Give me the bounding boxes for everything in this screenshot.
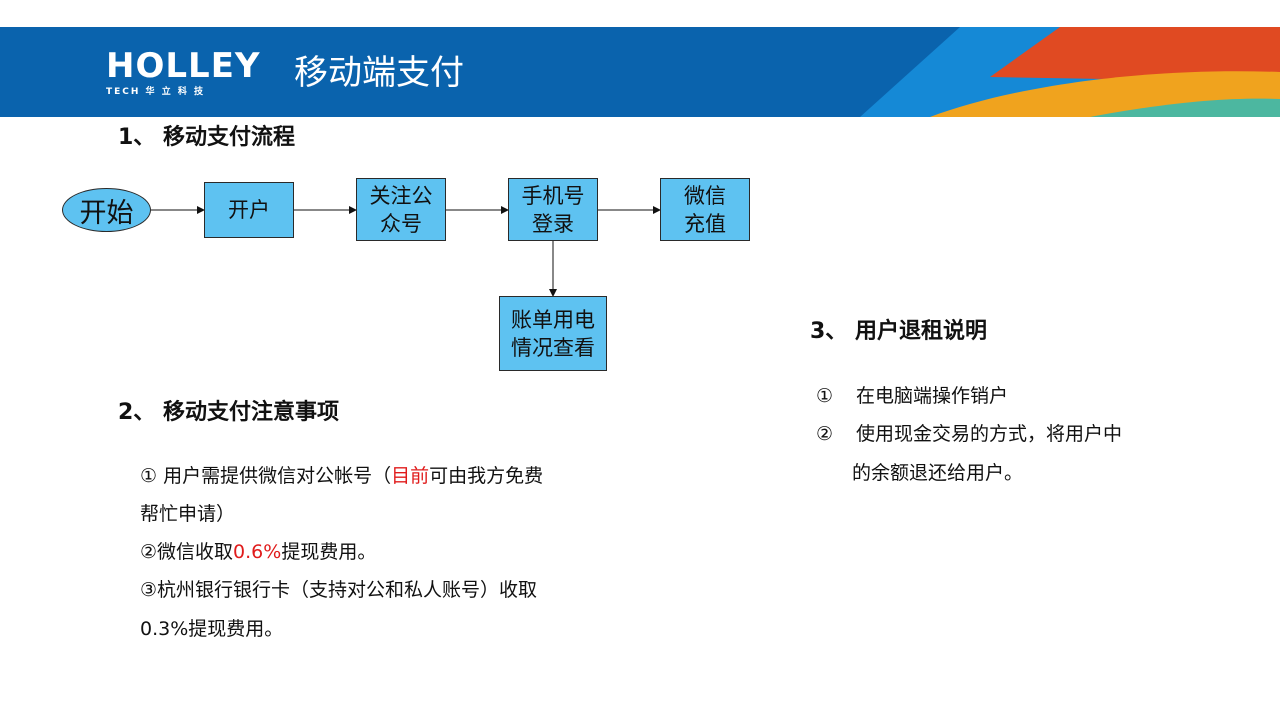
flow-step-login-line2: 登录 (532, 211, 574, 236)
flow-step-wechat-recharge: 微信 充值 (660, 178, 750, 241)
flow-step-open-account-label: 开户 (228, 198, 270, 222)
flow-start-node: 开始 (62, 188, 151, 232)
note-1-line2: 帮忙申请） (140, 503, 236, 525)
note-1-text-end: 可由我方免费 (429, 465, 544, 487)
note-1-text: ① 用户需提供微信对公帐号（ (140, 465, 392, 487)
flow-step-recharge-line2: 充值 (684, 211, 726, 236)
flow-step-bill-line2: 情况查看 (511, 335, 595, 360)
flow-step-follow-line1: 关注公 (369, 183, 433, 208)
note-3: ③杭州银行银行卡（支持对公和私人账号）收取 (140, 579, 538, 601)
section2-title: 2、 移动支付注意事项 (118, 400, 339, 425)
logo-wordmark: HOLLEY (106, 46, 261, 86)
page-title: 移动端支付 (294, 53, 464, 93)
section1-title: 1、 移动支付流程 (118, 125, 295, 150)
refund-item-2-line2: 的余额退还给用户。 (852, 462, 1024, 484)
flow-step-recharge-line1: 微信 (684, 183, 726, 208)
note-1: ① 用户需提供微信对公帐号（目前可由我方免费 (140, 464, 543, 488)
refund-item-1: ① 在电脑端操作销户 (816, 384, 1008, 408)
note-3-line2: 0.3%提现费用。 (140, 618, 284, 640)
flow-step-follow-line2: 众号 (380, 211, 422, 236)
note-2-text-end: 提现费用。 (281, 541, 377, 563)
header-banner: HOLLEY TECH 华 立 科 技 移动端支付 (0, 27, 1280, 117)
flow-step-open-account: 开户 (204, 182, 294, 238)
flow-step-phone-login: 手机号 登录 (508, 178, 598, 241)
note-1-highlight: 目前 (391, 465, 430, 487)
refund-item-1-text: 在电脑端操作销户 (856, 385, 1009, 407)
flow-step-follow-account: 关注公 众号 (356, 178, 446, 241)
header-decoration (860, 27, 1280, 117)
note-2-text: ②微信收取 (140, 541, 234, 563)
note-2: ②微信收取0.6%提现费用。 (140, 540, 376, 564)
company-logo: HOLLEY TECH 华 立 科 技 (106, 49, 261, 97)
section3-title: 3、 用户退租说明 (810, 319, 987, 344)
flow-step-login-line1: 手机号 (521, 183, 585, 208)
refund-item-2: ② 使用现金交易的方式，将用户中 (816, 422, 1122, 446)
flow-step-bill-line1: 账单用电 (511, 307, 595, 332)
refund-item-2-text: 使用现金交易的方式，将用户中 (856, 423, 1123, 445)
note-2-highlight: 0.6% (233, 541, 282, 563)
flow-step-bill-view: 账单用电 情况查看 (499, 296, 607, 371)
logo-subtitle: TECH 华 立 科 技 (106, 87, 205, 97)
refund-item-1-number: ① (816, 385, 834, 407)
refund-item-2-number: ② (816, 423, 834, 445)
